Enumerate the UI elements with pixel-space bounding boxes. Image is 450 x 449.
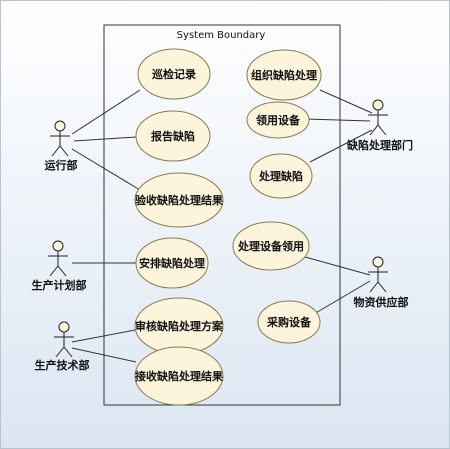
usecase-lingyong-shape	[246, 101, 310, 139]
actor-wuzi-figure	[368, 256, 388, 293]
actor-yunxing-label: 运行部	[45, 158, 78, 172]
actor-quexian-label: 缺陷处理部门	[346, 138, 413, 152]
actor-yunxing[interactable]	[50, 120, 70, 157]
actor-jishu[interactable]	[54, 321, 74, 358]
usecase-jieshou[interactable]: 接收缺陷处理结果	[134, 346, 224, 406]
assoc-jishu-jieshou	[71, 347, 137, 363]
usecase-shenhe-label: 审核缺陷处理方案	[135, 319, 224, 333]
usecase-zuzhi-label: 组织缺陷处理	[251, 68, 317, 82]
usecase-jieshou-shape	[134, 346, 224, 406]
usecase-caigou-shape	[257, 300, 321, 344]
usecase-baogao[interactable]: 报告缺陷	[135, 110, 211, 162]
usecase-chulilingyong[interactable]: 处理设备领用	[232, 221, 310, 271]
usecase-caigou-label: 采购设备	[266, 315, 312, 329]
assoc-yunxing-yanshou	[71, 148, 141, 191]
usecase-chuli[interactable]: 处理缺陷	[249, 153, 313, 199]
actor-jishu-figure	[54, 321, 74, 358]
usecase-xunjian-shape	[137, 48, 211, 100]
usecase-chulilingyong-shape	[232, 221, 310, 271]
usecase-zuzhi-shape	[246, 49, 322, 101]
usecase-zuzhi[interactable]: 组织缺陷处理	[246, 49, 322, 101]
usecase-lingyong-label: 领用设备	[255, 113, 301, 127]
usecase-chuli-label: 处理缺陷	[258, 169, 303, 183]
assoc-wuzi-chulilingyong	[304, 256, 371, 276]
actor-jihua-figure	[48, 240, 68, 277]
usecase-jieshou-label: 接收缺陷处理结果	[135, 369, 223, 383]
assoc-quexian-zuzhi	[319, 89, 373, 114]
usecase-xunjian[interactable]: 巡检记录	[137, 48, 211, 100]
actor-wuzi-label: 物资供应部	[354, 295, 409, 309]
actor-yunxing-figure	[50, 120, 70, 157]
usecase-anpai-shape	[135, 237, 209, 289]
system-boundary-title: System Boundary	[177, 30, 266, 41]
usecase-anpai[interactable]: 安排缺陷处理	[135, 237, 209, 289]
usecase-xunjian-label: 巡检记录	[152, 67, 196, 81]
actor-quexian-figure	[368, 99, 388, 136]
actor-quexian[interactable]	[368, 99, 388, 136]
usecase-shenhe[interactable]: 审核缺陷处理方案	[134, 297, 224, 355]
actor-jihua-label: 生产计划部	[32, 278, 87, 292]
assoc-quexian-chuli	[309, 129, 373, 163]
assoc-wuzi-caigou	[313, 280, 371, 315]
assoc-yunxing-baogao	[73, 136, 137, 142]
usecase-chulilingyong-label: 处理设备领用	[237, 239, 304, 253]
usecase-lingyong[interactable]: 领用设备	[246, 101, 310, 139]
system-boundary	[103, 24, 341, 406]
usecase-anpai-label: 安排缺陷处理	[139, 256, 205, 270]
usecase-chuli-shape	[249, 153, 313, 199]
assoc-yunxing-xunjian	[71, 89, 141, 135]
usecase-caigou[interactable]: 采购设备	[257, 300, 321, 344]
usecase-yanshou-shape	[134, 172, 224, 228]
actor-jishu-label: 生产技术部	[35, 358, 90, 372]
usecase-yanshou-label: 验收缺陷处理结果	[135, 193, 223, 207]
assoc-jishu-shenhe	[71, 329, 136, 343]
actor-wuzi[interactable]	[368, 256, 388, 293]
assoc-quexian-lingyong	[305, 118, 371, 122]
association-lines	[71, 89, 373, 363]
actor-jihua[interactable]	[48, 240, 68, 277]
usecase-baogao-label: 报告缺陷	[151, 129, 195, 143]
usecase-yanshou[interactable]: 验收缺陷处理结果	[134, 172, 224, 228]
usecase-baogao-shape	[135, 110, 211, 162]
